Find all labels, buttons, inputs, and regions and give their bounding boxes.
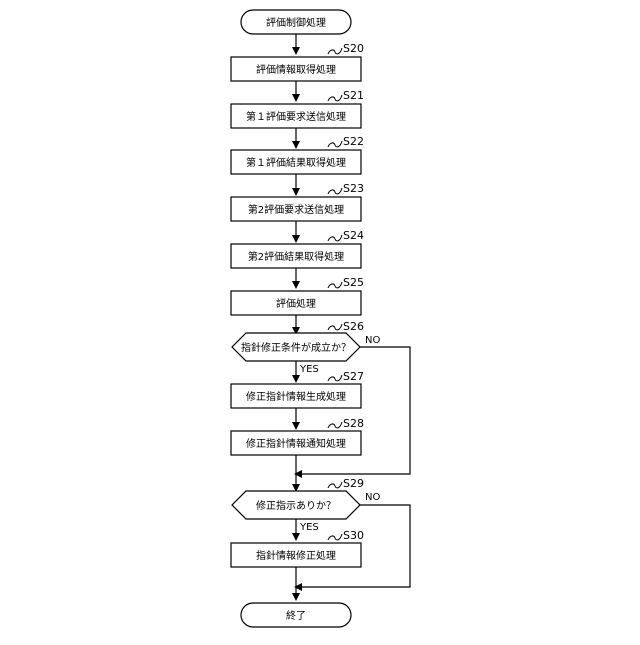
- process-label-s30: 指針情報修正処理: [256, 549, 336, 562]
- end-terminal: 終了: [241, 603, 351, 627]
- process-label-s28: 修正指針情報通知処理: [246, 437, 346, 450]
- process-label-s24: 第2評価結果取得処理: [248, 250, 344, 263]
- step-id-s22: S22: [343, 135, 364, 148]
- step-id-s30: S30: [343, 529, 364, 542]
- step-leader-s20: [328, 48, 342, 54]
- step-id-s25: S25: [343, 276, 364, 289]
- step-leader-s22: [328, 141, 342, 147]
- branch-yes-s26: YES: [299, 364, 319, 375]
- process-box-s23: 第2評価要求送信処理 S23: [231, 182, 364, 221]
- process-box-s27: 修正指針情報生成処理 S27: [231, 370, 364, 408]
- step-id-s27: S27: [343, 370, 364, 383]
- process-label-s21: 第１評価要求送信処理: [246, 110, 346, 123]
- step-id-s24: S24: [343, 229, 364, 242]
- process-label-s27: 修正指針情報生成処理: [246, 390, 346, 403]
- process-box-s30: 指針情報修正処理 S30: [231, 529, 364, 567]
- branch-no-s29: NO: [365, 492, 380, 503]
- step-leader-s29: [328, 482, 342, 488]
- process-label-s23: 第2評価要求送信処理: [248, 203, 344, 216]
- process-box-s28: 修正指針情報通知処理 S28: [231, 417, 364, 455]
- step-leader-s30: [328, 534, 342, 540]
- decision-label-s29: 修正指示ありか？: [256, 499, 336, 512]
- start-label: 評価制御処理: [266, 16, 326, 29]
- step-leader-s23: [328, 188, 342, 194]
- process-label-s22: 第１評価結果取得処理: [246, 156, 346, 169]
- process-box-s21: 第１評価要求送信処理 S21: [231, 89, 364, 128]
- process-box-s22: 第１評価結果取得処理 S22: [231, 135, 364, 174]
- step-id-s20: S20: [343, 42, 364, 55]
- step-leader-s26: [328, 324, 342, 330]
- process-box-s24: 第2評価結果取得処理 S24: [231, 229, 364, 268]
- step-id-s23: S23: [343, 182, 364, 195]
- start-terminal: 評価制御処理: [241, 10, 351, 34]
- process-label-s25: 評価処理: [276, 297, 316, 310]
- step-leader-s25: [328, 282, 342, 288]
- process-box-s20: 評価情報取得処理 S20: [231, 42, 364, 81]
- step-leader-s27: [328, 375, 342, 381]
- decision-s26: 指針修正条件が成立か？ S26 NO YES: [232, 320, 380, 375]
- step-leader-s21: [328, 95, 342, 101]
- decision-s29: 修正指示ありか？ S29 NO YES: [232, 477, 380, 533]
- decision-label-s26: 指針修正条件が成立か？: [241, 341, 351, 354]
- step-id-s21: S21: [343, 89, 364, 102]
- branch-yes-s29: YES: [299, 522, 319, 533]
- end-label: 終了: [286, 609, 306, 622]
- step-id-s26: S26: [343, 320, 364, 333]
- step-leader-s28: [328, 422, 342, 428]
- step-id-s29: S29: [343, 477, 364, 490]
- branch-no-s26: NO: [365, 335, 380, 346]
- process-label-s20: 評価情報取得処理: [256, 63, 336, 76]
- process-box-s25: 評価処理 S25: [231, 276, 364, 315]
- step-id-s28: S28: [343, 417, 364, 430]
- step-leader-s24: [328, 235, 342, 241]
